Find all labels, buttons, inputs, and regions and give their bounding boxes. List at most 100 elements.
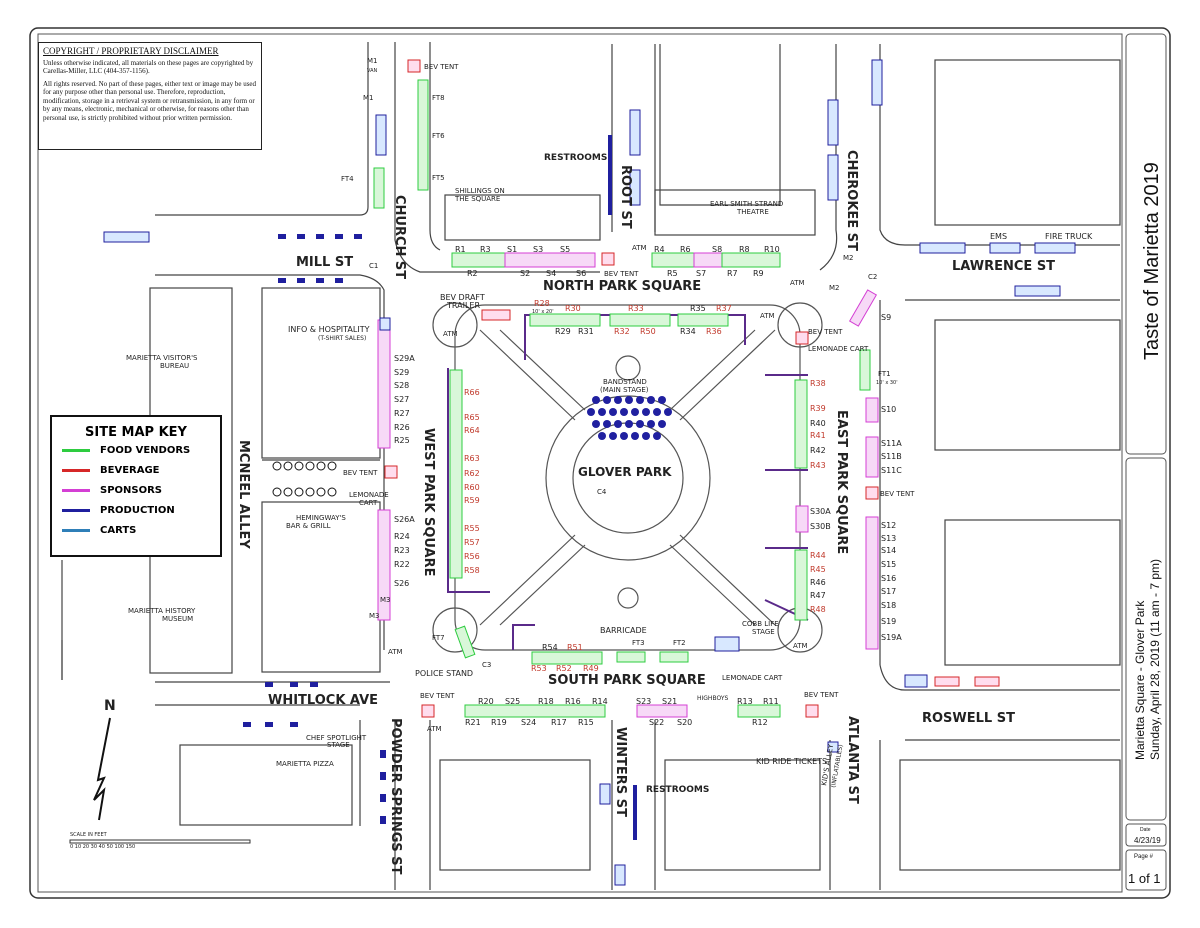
- street-mill: MILL ST: [296, 255, 353, 270]
- map-label: ATM: [632, 244, 647, 252]
- map-label: R42: [810, 446, 826, 455]
- map-label: R6: [680, 245, 691, 254]
- barricades: [447, 314, 809, 650]
- info-hospitality: INFO & HOSPITALITY: [288, 325, 370, 334]
- map-label: FT4: [341, 175, 354, 183]
- map-label: BEV TENT: [420, 692, 455, 700]
- map-label: FT3: [632, 639, 645, 647]
- museum-1: MARIETTA HISTORY: [128, 607, 196, 615]
- scale-ticks: 0 10 20 30 40 50 100 150: [70, 844, 135, 850]
- north-arrow-icon: [93, 717, 111, 821]
- map-label: FT6: [432, 132, 445, 140]
- disclaimer-title: COPYRIGHT / PROPRIETARY DISCLAIMER: [43, 46, 219, 56]
- date-value: 4/23/19: [1134, 836, 1161, 845]
- map-label: FT5: [432, 174, 445, 182]
- map-label: BEVERAGE: [100, 464, 160, 476]
- street-winters: WINTERS ST: [613, 727, 628, 817]
- stall-labels: R1 R3 S1 S3 S5 R4 R6 S8 R8 R10 R2 S2 S4 …: [394, 245, 902, 727]
- map-label: S20: [677, 718, 692, 727]
- seating-circles: [272, 461, 337, 497]
- strand-2: THEATRE: [736, 208, 769, 216]
- bev-draft-1: BEV DRAFT: [440, 293, 485, 302]
- map-label: R3: [480, 245, 491, 254]
- map-title: Taste of Marietta 2019: [1141, 162, 1163, 360]
- map-label: FT1: [878, 370, 891, 378]
- map-label: FOOD VENDORS: [100, 444, 191, 456]
- disclaimer-p2: All rights reserved. No part of these pa…: [43, 79, 257, 122]
- map-label: S27: [394, 395, 409, 404]
- map-label: R30: [565, 304, 581, 313]
- map-label: M3: [369, 612, 380, 620]
- map-label: R54: [542, 643, 558, 652]
- map-label: R11: [763, 697, 779, 706]
- map-label: R9: [753, 269, 764, 278]
- map-label: 10' x 20': [532, 309, 554, 315]
- map-label: R33: [628, 304, 644, 313]
- page-label: Page #: [1134, 854, 1154, 860]
- map-label: R34: [680, 327, 696, 336]
- map-label: S29: [394, 368, 409, 377]
- map-label: S11C: [881, 466, 902, 475]
- shillings-2: THE SQUARE: [454, 195, 500, 203]
- production-vehicles: [103, 59, 1076, 886]
- map-label: S21: [662, 697, 677, 706]
- chef-spotlight-2: STAGE: [327, 741, 350, 749]
- map-label: ATM: [443, 330, 458, 338]
- map-label: R56: [464, 552, 480, 561]
- map-label: FT2: [673, 639, 686, 647]
- map-label: R50: [640, 327, 656, 336]
- map-label: R2: [467, 269, 478, 278]
- street-south-park: SOUTH PARK SQUARE: [548, 673, 706, 688]
- map-label: S28: [394, 381, 409, 390]
- scale-bar: [69, 839, 251, 844]
- map-label: LEMONADE CART: [808, 345, 869, 353]
- map-label: BEV TENT: [804, 691, 839, 699]
- map-label: M1: [367, 57, 378, 65]
- map-subtitle-2: Sunday, April 28, 2019 (11 am - 7 pm): [1148, 559, 1162, 760]
- map-label: R53: [531, 664, 547, 673]
- date-label: Date: [1140, 827, 1151, 833]
- map-label: R64: [464, 426, 480, 435]
- map-label: R32: [614, 327, 630, 336]
- street-church: CHURCH ST: [392, 195, 407, 279]
- key-item: FOOD VENDORS: [62, 440, 220, 460]
- map-label: R14: [592, 697, 608, 706]
- map-label: C3: [482, 661, 491, 669]
- map-label: R4: [654, 245, 665, 254]
- map-label: S7: [696, 269, 706, 278]
- street-root: ROOT ST: [618, 165, 633, 229]
- map-label: R12: [752, 718, 768, 727]
- map-label: R15: [578, 718, 594, 727]
- map-label: S12: [881, 521, 896, 530]
- map-label: S11B: [881, 452, 902, 461]
- map-label: R23: [394, 546, 410, 555]
- map-label: S25: [505, 697, 520, 706]
- map-label: CARTS: [100, 524, 137, 536]
- map-label: R46: [810, 578, 826, 587]
- map-label: S5: [560, 245, 570, 254]
- map-label: LEMONADE CART: [722, 674, 783, 682]
- map-label: BEV TENT: [880, 490, 915, 498]
- map-label: M2: [829, 284, 840, 292]
- disclaimer-p1: Unless otherwise indicated, all material…: [43, 58, 254, 76]
- map-label: ATM: [790, 279, 805, 287]
- glover-park-label: GLOVER PARK: [578, 465, 672, 479]
- street-east-park: EAST PARK SQUARE: [834, 410, 849, 554]
- page-value: 1 of 1: [1128, 871, 1161, 886]
- kid-ride-tickets: KID RIDE TICKETS: [756, 757, 827, 766]
- cobb-life-2: STAGE: [752, 628, 775, 636]
- map-label: R27: [394, 409, 410, 418]
- map-label: S13: [881, 534, 896, 543]
- marietta-pizza: MARIETTA PIZZA: [276, 760, 334, 768]
- map-label: R24: [394, 532, 410, 541]
- hemingway-2: BAR & GRILL: [286, 522, 331, 530]
- map-label: M2: [843, 254, 854, 262]
- map-label: S3: [533, 245, 543, 254]
- map-label: R10: [764, 245, 780, 254]
- map-subtitle-1: Marietta Square - Glover Park: [1133, 600, 1147, 760]
- map-label: R65: [464, 413, 480, 422]
- sponsors-swatch: [62, 488, 90, 492]
- street-whitlock: WHITLOCK AVE: [268, 693, 378, 708]
- street-roswell: ROSWELL ST: [922, 711, 1015, 726]
